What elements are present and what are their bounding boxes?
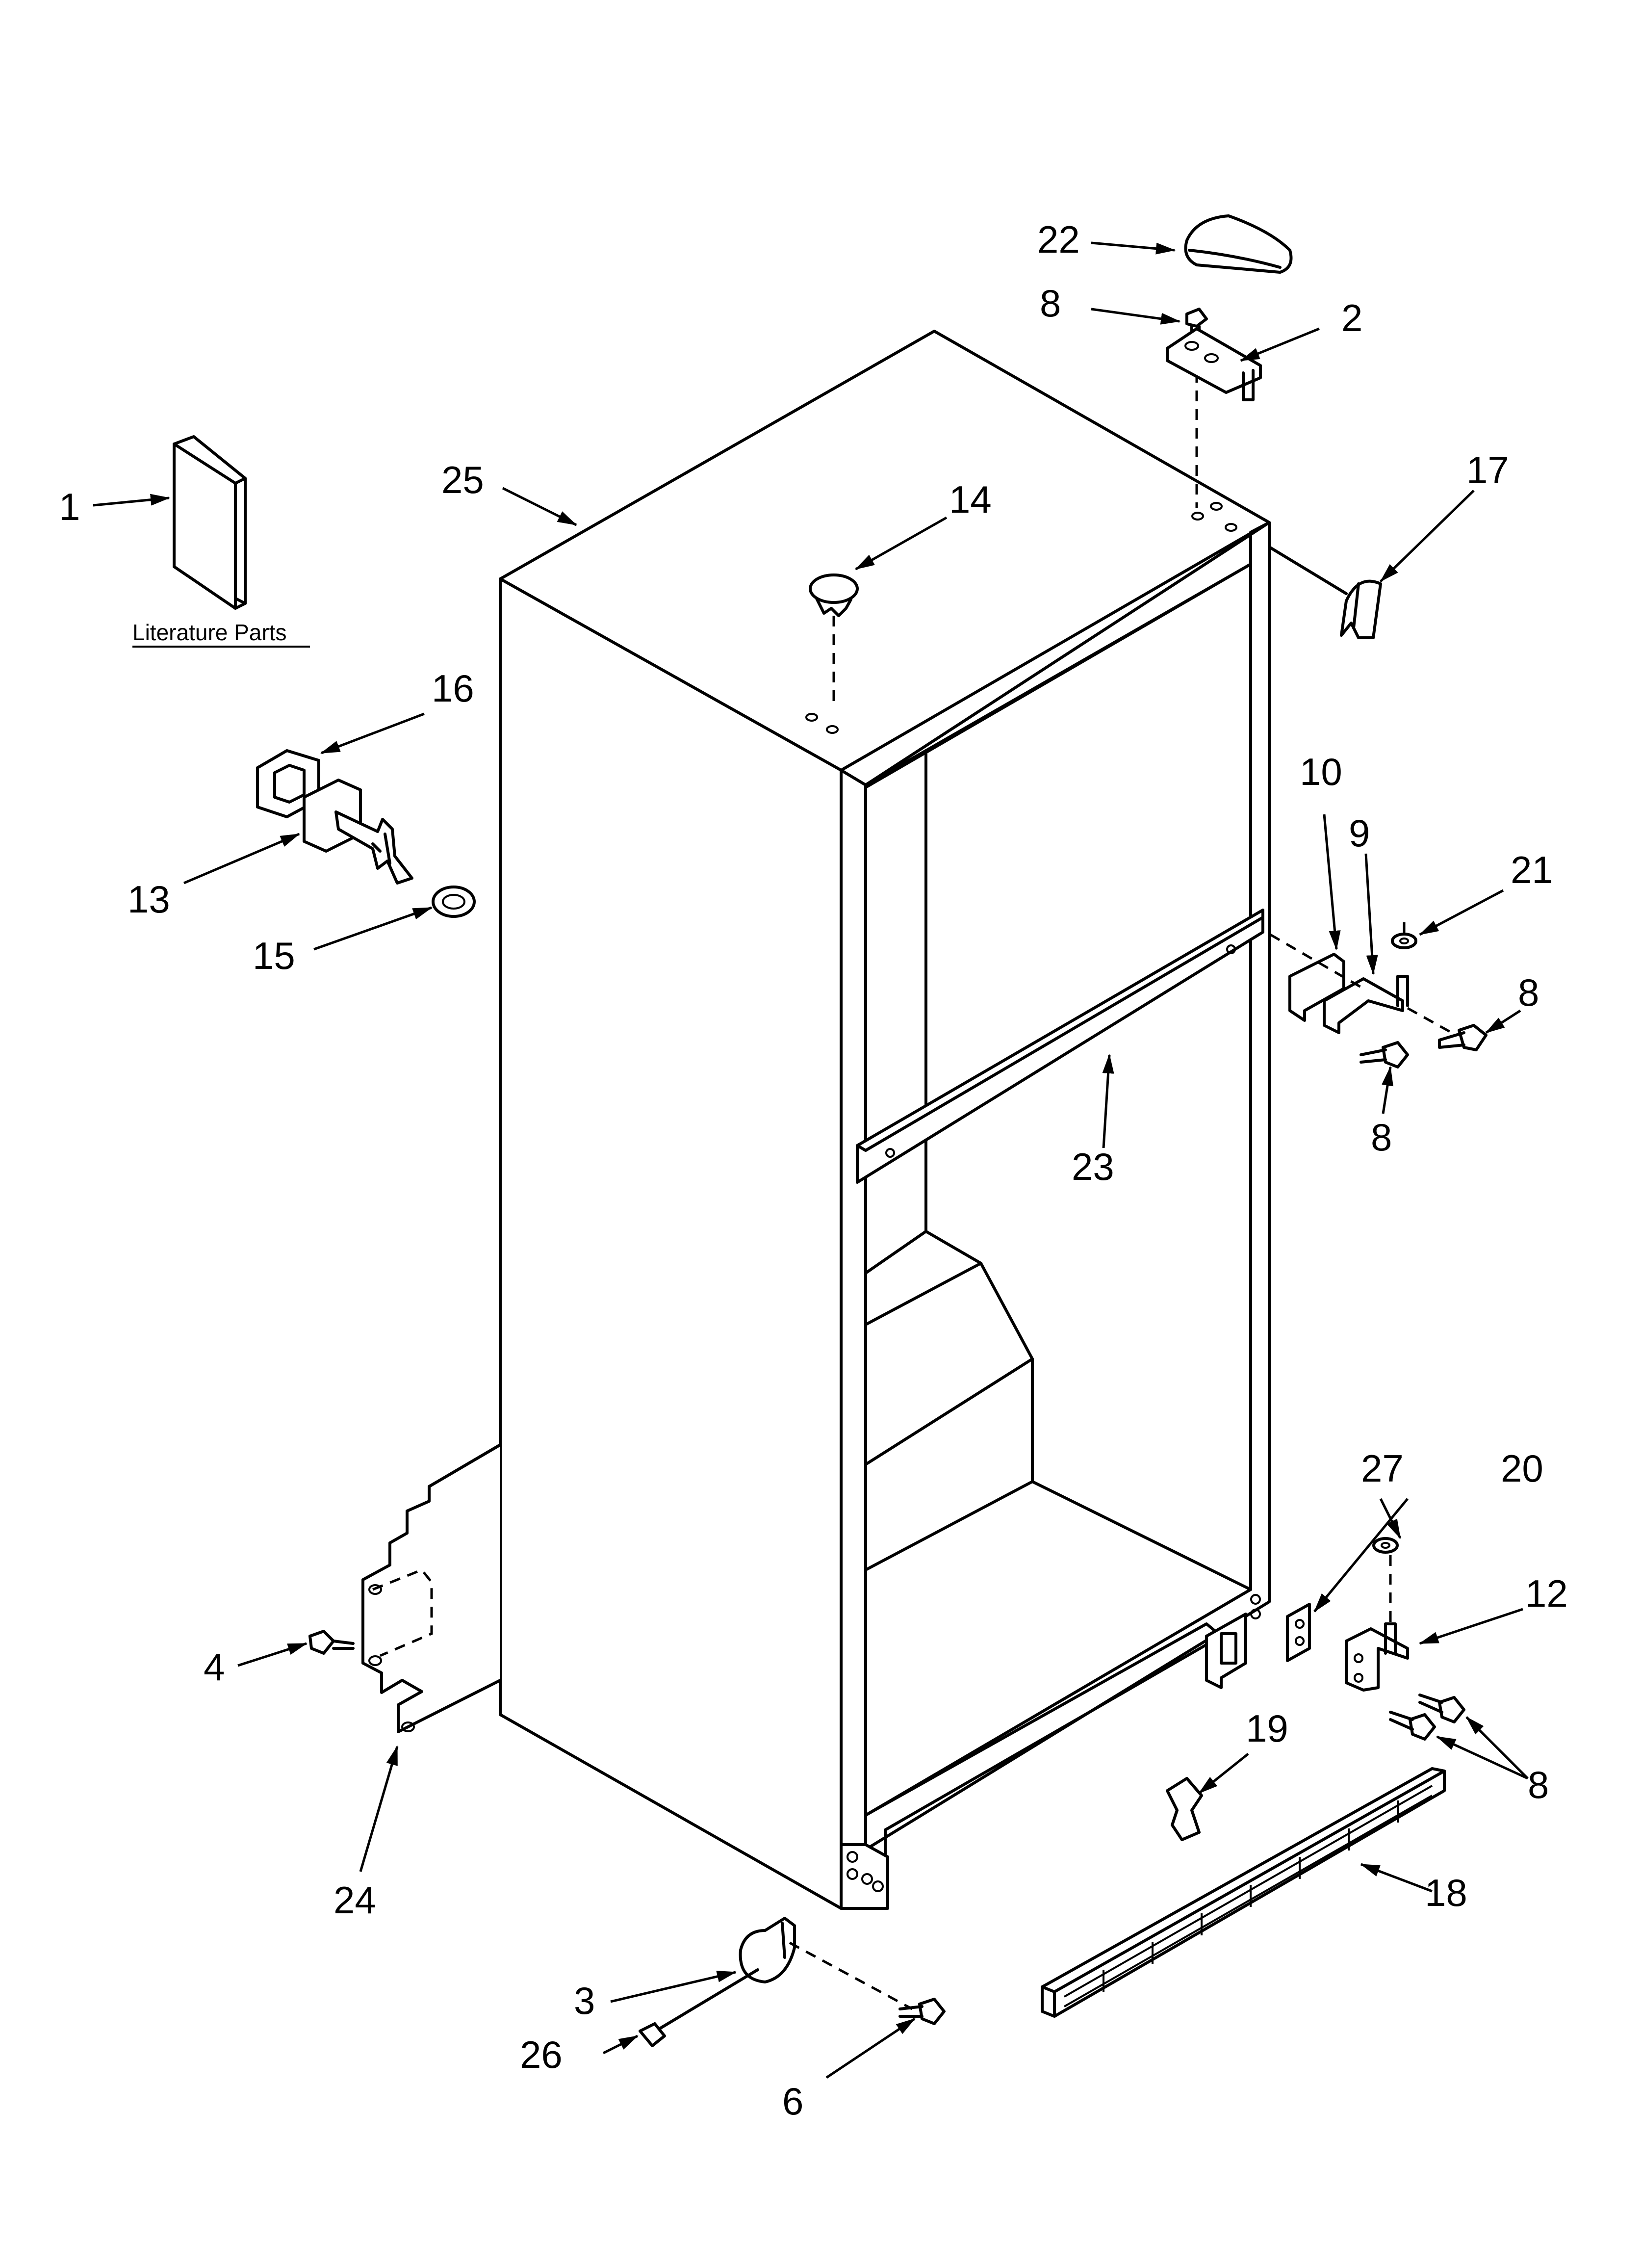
washer-21 xyxy=(1391,933,1417,949)
callout-8-bottom: 8 xyxy=(1528,1763,1549,1806)
callout-18: 18 xyxy=(1425,1871,1467,1914)
washer-20 xyxy=(1372,1537,1399,1554)
callout-12: 12 xyxy=(1525,1572,1568,1615)
shaft-13 xyxy=(303,779,413,885)
literature-packet: Literature Parts xyxy=(132,435,310,648)
callout-6: 6 xyxy=(782,2080,803,2123)
callout-8-top: 8 xyxy=(1040,282,1061,325)
hinge-pin-cap xyxy=(1340,579,1382,639)
leader-lines xyxy=(93,241,1529,2079)
side-bracket xyxy=(361,1443,502,1733)
callout-15: 15 xyxy=(253,934,295,977)
shim-27 xyxy=(1286,1603,1311,1662)
bottom-hinge-12 xyxy=(1345,1622,1409,1692)
leveler-dash xyxy=(789,1941,913,2010)
callout-25: 25 xyxy=(441,458,484,501)
callout-labels: 1 2 3 4 6 8 8 8 8 9 10 12 13 14 15 16 17… xyxy=(59,218,1568,2123)
callout-19: 19 xyxy=(1246,1707,1288,1750)
literature-label: Literature Parts xyxy=(132,620,286,645)
callout-16: 16 xyxy=(432,667,474,710)
callout-14: 14 xyxy=(949,478,992,521)
screw-8-right xyxy=(1438,1024,1488,1051)
callout-8-hinge: 8 xyxy=(1371,1116,1392,1159)
callout-23: 23 xyxy=(1072,1145,1114,1188)
cap-leader-line xyxy=(1268,546,1348,595)
callout-26: 26 xyxy=(520,2033,563,2076)
clip-19 xyxy=(1166,1777,1203,1841)
plug-button xyxy=(809,574,859,617)
callout-27: 27 xyxy=(1361,1447,1404,1490)
callout-10: 10 xyxy=(1300,750,1342,793)
screw-8-lower xyxy=(1360,1041,1409,1069)
hinge-cover xyxy=(1184,214,1293,274)
top-hinge xyxy=(1166,327,1262,401)
mullion-bar xyxy=(856,909,1264,1184)
callout-3: 3 xyxy=(574,1979,595,2022)
callout-8-right: 8 xyxy=(1518,971,1539,1014)
callout-9: 9 xyxy=(1349,811,1370,855)
callout-22: 22 xyxy=(1037,218,1080,261)
screw-8-bottom-a xyxy=(1418,1694,1465,1723)
callout-24: 24 xyxy=(334,1878,376,1922)
pin-26 xyxy=(639,1968,759,2047)
callout-4: 4 xyxy=(204,1645,225,1689)
hinge-9 xyxy=(1323,975,1409,1034)
toe-grille-18 xyxy=(1041,1767,1446,2018)
screw-8-bottom-b xyxy=(1389,1711,1436,1741)
callout-1: 1 xyxy=(59,485,80,528)
bushing-15 xyxy=(432,886,476,918)
roller-bracket-3 xyxy=(739,1917,796,1983)
callout-17: 17 xyxy=(1466,448,1509,492)
callout-13: 13 xyxy=(128,878,170,921)
screw-4 xyxy=(308,1630,355,1655)
callout-21: 21 xyxy=(1511,848,1553,891)
callout-20: 20 xyxy=(1501,1447,1543,1490)
callout-2: 2 xyxy=(1341,296,1362,339)
screw-6 xyxy=(898,1998,946,2025)
cabinet-shell xyxy=(499,330,1271,1910)
